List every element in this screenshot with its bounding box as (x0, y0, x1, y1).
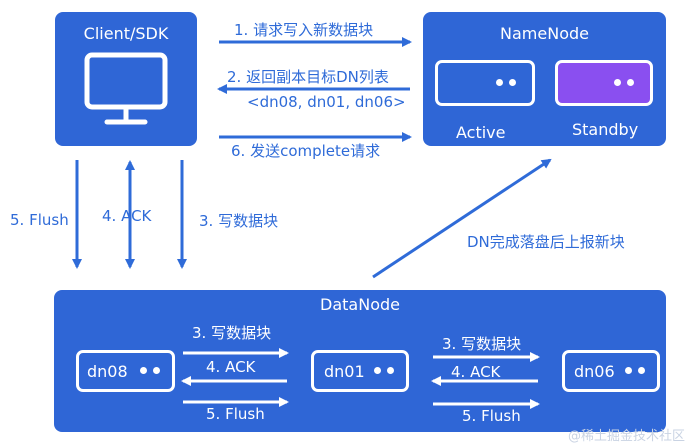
active-label: Active (456, 123, 506, 142)
ack-label: 4. ACK (102, 207, 152, 225)
status-dot (374, 367, 381, 374)
standby-label: Standby (572, 120, 639, 139)
namenode-box: NameNode Active Standby (423, 12, 666, 146)
datanode-dn08: dn08 (76, 350, 175, 392)
return-list-detail: <dn08, dn01, dn06> (247, 93, 406, 111)
status-dot (509, 79, 516, 86)
request-label: 1. 请求写入新数据块 (234, 21, 374, 39)
client-box: Client/SDK (55, 12, 197, 146)
datanode-dn06: dn06 (562, 350, 660, 392)
standby-namenode-server (555, 60, 653, 106)
datanode-box: DataNode dn08 dn01 dn06 3. 写数据块 4. ACK 5… (54, 290, 666, 432)
pipeline-write-label-1: 3. 写数据块 (192, 324, 272, 342)
client-title: Client/SDK (83, 24, 169, 43)
datanode-dn01: dn01 (311, 350, 409, 392)
status-dot (614, 79, 621, 86)
pipeline-flush-label-2: 5. Flush (462, 407, 521, 425)
write-label: 3. 写数据块 (199, 212, 279, 230)
status-dot (627, 79, 634, 86)
flush-label: 5. Flush (10, 211, 69, 229)
status-dot (496, 79, 503, 86)
monitor-icon (84, 52, 168, 125)
report-arrow (372, 158, 552, 279)
active-namenode-server (435, 60, 535, 106)
complete-label: 6. 发送complete请求 (231, 142, 381, 160)
watermark: @稀土掘金技术社区 (567, 429, 685, 444)
status-dot (638, 367, 645, 374)
namenode-title: NameNode (500, 24, 589, 43)
pipeline-write-label-2: 3. 写数据块 (442, 335, 522, 353)
status-dot (153, 367, 160, 374)
report-label: DN完成落盘后上报新块 (467, 233, 625, 251)
status-dot (140, 367, 147, 374)
pipeline-flush-label-1: 5. Flush (206, 405, 265, 423)
status-dot (625, 367, 632, 374)
pipeline-ack-label-2: 4. ACK (451, 363, 501, 381)
return-list-label: 2. 返回副本目标DN列表 (227, 68, 389, 86)
datanode-title: DataNode (320, 295, 400, 314)
status-dot (387, 367, 394, 374)
pipeline-ack-label-1: 4. ACK (206, 358, 256, 376)
